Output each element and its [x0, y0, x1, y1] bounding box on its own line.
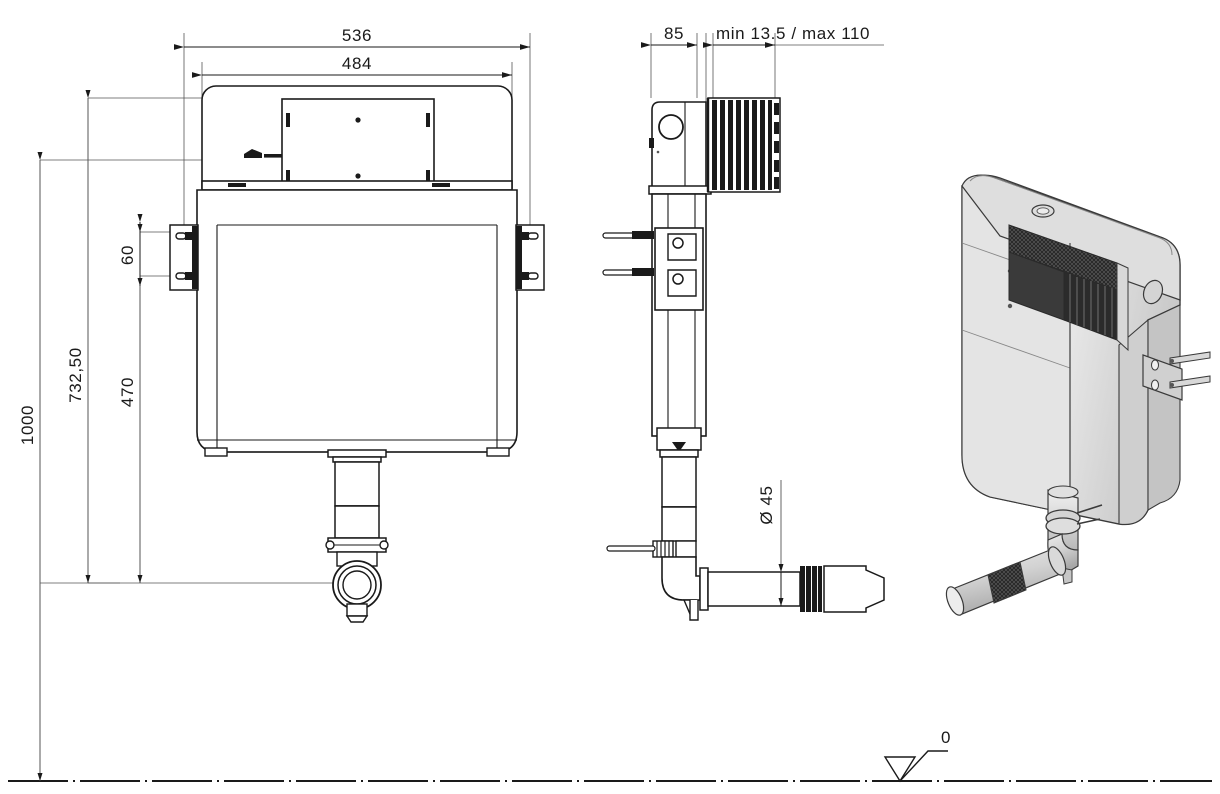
front-internal-leader-marker — [244, 149, 282, 158]
front-right-mounting-bracket[interactable] — [515, 224, 545, 291]
dimension-732-50: 732,50 — [66, 90, 91, 583]
iso-mounting-bracket[interactable] — [1142, 351, 1211, 401]
datum-label: 0 — [941, 728, 951, 747]
dimension-85: 85 — [641, 24, 697, 48]
floor-level-datum-symbol — [883, 750, 948, 783]
isometric-3d-view — [945, 174, 1211, 616]
side-pipe-fittings — [606, 540, 697, 558]
dimension-536-label: 536 — [342, 26, 372, 45]
side-connector-block — [654, 227, 704, 311]
bracket-hole-upper-right — [520, 232, 539, 240]
front-tank-body — [196, 189, 518, 453]
side-horizontal-pipe — [699, 565, 885, 613]
side-flush-pipe — [661, 456, 697, 542]
side-bellows-sleeve — [706, 97, 781, 193]
dimension-diameter-45: Ø 45 — [757, 480, 784, 606]
side-threaded-studs — [602, 231, 654, 276]
front-top-rail — [201, 180, 513, 191]
iso-grille-opening — [1008, 224, 1129, 352]
dimension-484: 484 — [192, 54, 512, 78]
dimension-1000: 1000 — [18, 152, 43, 781]
iso-horizontal-pipe — [945, 546, 1067, 616]
front-pipe-clamp — [325, 537, 389, 553]
dimension-470-label: 470 — [118, 377, 137, 407]
bracket-hole-lower-right — [520, 272, 539, 280]
dimension-min-max-label: min 13.5 / max 110 — [716, 24, 870, 43]
dimension-60: 60 — [118, 214, 143, 286]
front-left-mounting-bracket[interactable] — [169, 224, 199, 291]
dimension-diameter-45-label: Ø 45 — [757, 485, 776, 524]
iso-pipe-corrugation — [987, 561, 1027, 604]
dimension-732-50-label: 732,50 — [66, 347, 85, 403]
dimension-536: 536 — [174, 26, 530, 50]
side-outlet-cone — [656, 427, 702, 458]
dimension-min-max: min 13.5 / max 110 — [703, 24, 870, 48]
dimension-60-label: 60 — [118, 245, 137, 265]
side-cistern-upper — [648, 101, 712, 195]
dimension-470: 470 — [118, 224, 143, 583]
dimension-484-label: 484 — [342, 54, 372, 73]
side-outlet-elbow — [661, 556, 701, 621]
iso-pipe-clamp — [1045, 504, 1103, 535]
front-outlet-flange — [332, 560, 382, 623]
front-elevation-view: 536 484 1000 732,50 470 60 — [18, 26, 545, 781]
bracket-hole-upper — [175, 232, 194, 240]
side-section-view: 85 min 13.5 / max 110 — [602, 24, 885, 621]
dimension-1000-label: 1000 — [18, 405, 37, 445]
dimension-85-label: 85 — [664, 24, 684, 43]
bracket-hole-lower — [175, 272, 194, 280]
front-bottom-feet — [204, 447, 510, 457]
front-flush-pipe — [325, 449, 389, 623]
